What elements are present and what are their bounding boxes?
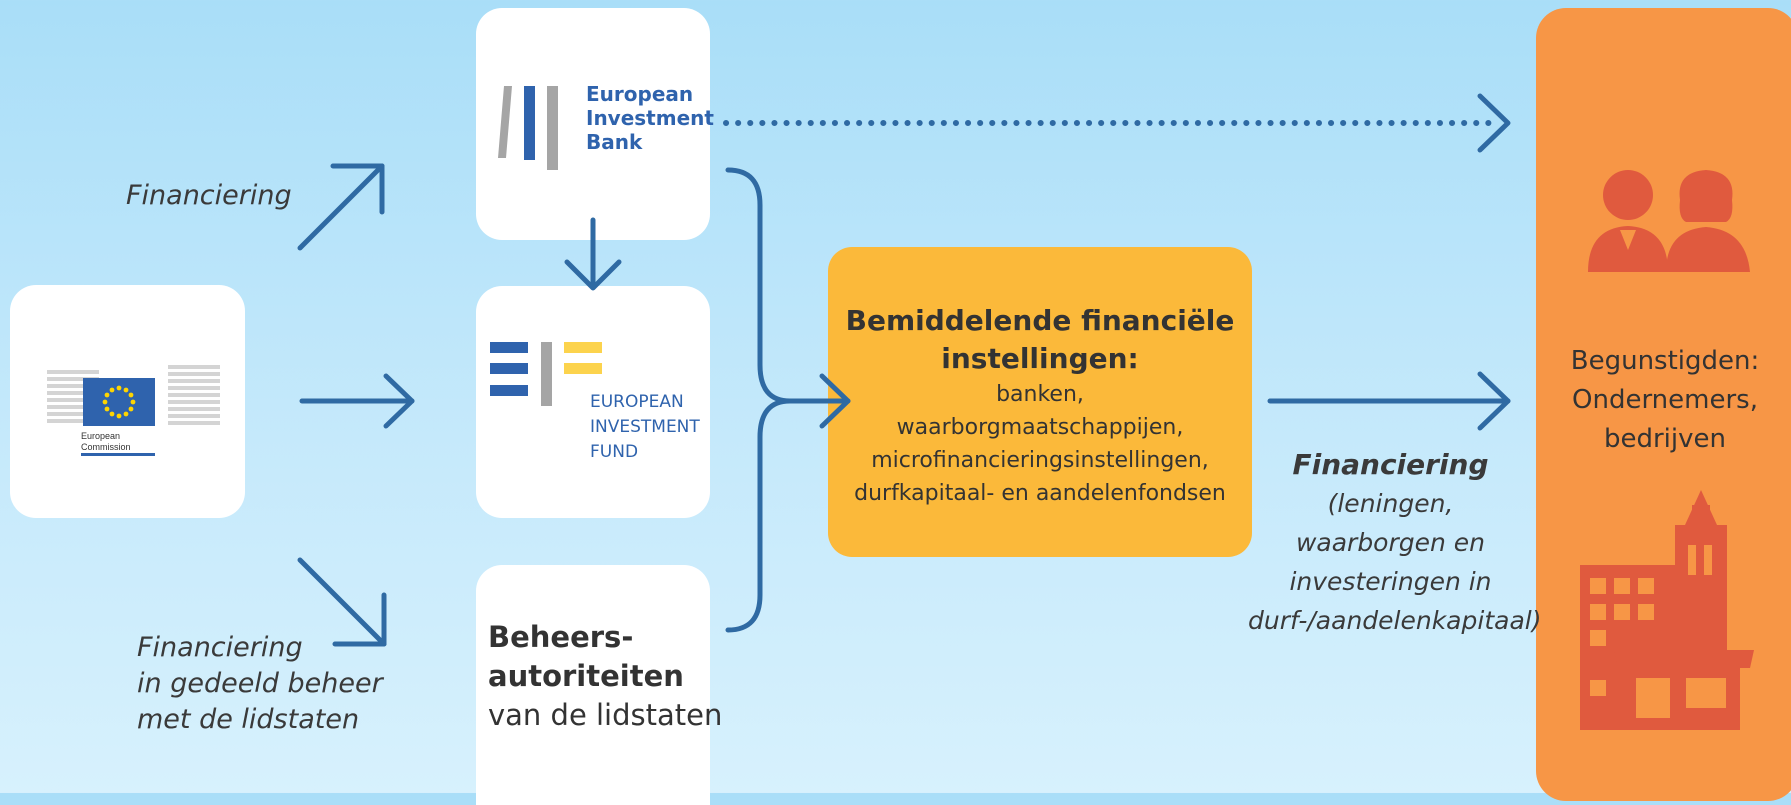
financing-right-line1: (leningen, xyxy=(1327,489,1454,518)
european-commission-logo: European Commission xyxy=(47,365,220,456)
eib-line3: Bank xyxy=(586,130,643,154)
eib-box xyxy=(476,8,710,240)
financing-label-shared: Financiering in gedeeld beheer met de li… xyxy=(137,630,383,738)
eif-logo-mark xyxy=(490,342,602,406)
managing-authorities-text: Beheers- autoriteiten van de lidstaten xyxy=(488,618,722,735)
eif-logo-text: EUROPEAN INVESTMENT FUND xyxy=(590,390,700,465)
ec-logo-line2: Commission xyxy=(81,442,131,452)
intermediaries-box: Bemiddelende financiële instellingen: ba… xyxy=(828,247,1252,557)
financing-right-line4: durf-/aandelenkapitaal) xyxy=(1248,606,1542,635)
beneficiaries-line3: bedrijven xyxy=(1603,424,1726,454)
intermediaries-title-line1: Bemiddelende financiële xyxy=(845,304,1235,337)
managing-authorities-bold2: autoriteiten xyxy=(488,659,684,693)
eif-line1: EUROPEAN xyxy=(590,392,684,412)
financing-shared-line3: met de lidstaten xyxy=(137,704,360,735)
eib-logo-mark xyxy=(498,86,558,170)
beneficiaries-text: Begunstigden: Ondernemers, bedrijven xyxy=(1560,342,1770,459)
beneficiaries-line1: Begunstigden: xyxy=(1570,346,1760,376)
financing-label-top: Financiering xyxy=(126,180,292,211)
managing-authorities-rest: van de lidstaten xyxy=(488,698,723,732)
eib-line2: Investment xyxy=(586,106,714,130)
eib-logo-text: European Investment Bank xyxy=(586,82,714,154)
financing-label-right: Financiering (leningen, waarborgen en in… xyxy=(1248,445,1542,640)
intermediaries-title: Bemiddelende financiële instellingen: xyxy=(828,302,1252,378)
eib-line1: European xyxy=(586,82,694,106)
financing-right-line2: waarborgen en xyxy=(1295,528,1486,557)
managing-authorities-box xyxy=(476,565,710,805)
financing-right-title: Financiering xyxy=(1292,448,1489,481)
beneficiaries-line2: Ondernemers, xyxy=(1572,385,1758,415)
buildings-icon xyxy=(1580,490,1754,730)
people-icon xyxy=(1588,170,1750,272)
financing-shared-line2: in gedeeld beheer xyxy=(137,668,383,699)
intermediaries-line1: banken, xyxy=(996,382,1084,407)
eif-box xyxy=(476,286,710,518)
intermediaries-line3: microfinancieringsinstellingen, xyxy=(871,448,1209,473)
managing-authorities-bold1: Beheers- xyxy=(488,620,634,654)
financing-shared-line1: Financiering xyxy=(137,632,303,663)
eif-line2: INVESTMENT xyxy=(590,417,700,437)
intermediaries-line2: waarborgmaatschappijen, xyxy=(896,415,1184,440)
intermediaries-list: banken, waarborgmaatschappijen, microfin… xyxy=(828,378,1252,510)
intermediaries-line4: durfkapitaal- en aandelenfondsen xyxy=(854,481,1226,506)
financing-right-line3: investeringen in xyxy=(1289,567,1492,596)
eif-line3: FUND xyxy=(590,442,639,462)
ec-logo-line1: European xyxy=(81,431,120,441)
intermediaries-title-line2: instellingen: xyxy=(941,342,1139,375)
